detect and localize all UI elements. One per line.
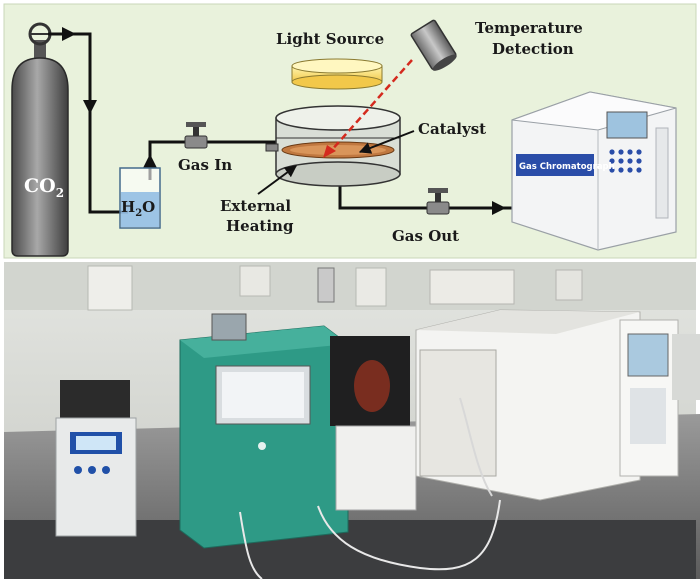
detection-label: Detection (492, 40, 574, 58)
chiller-unit (55, 380, 137, 537)
gas-in-label: Gas In (178, 156, 232, 174)
lab-photo (4, 262, 700, 580)
ir-laser-beam (329, 59, 413, 153)
gas-out-valve (426, 188, 450, 215)
co2-label: CO2 (24, 175, 64, 200)
light-source-unit (330, 336, 417, 511)
co2-cylinder (11, 22, 69, 257)
ir-laser-arrowhead (323, 145, 336, 158)
h2o-bubbler (119, 167, 161, 229)
photoreactor (265, 105, 401, 187)
catalyst-label: Catalyst (418, 120, 486, 138)
h2o-label: H2O (121, 198, 155, 219)
light-source (291, 58, 383, 90)
schematic-panel: CO2 H2O (3, 3, 697, 259)
flow-arrows (62, 27, 506, 215)
gc-instrument (415, 309, 700, 501)
heating-pointer (257, 165, 297, 195)
catalyst-pointer (358, 130, 415, 154)
gas-out-label: Gas Out (392, 227, 459, 245)
gas-chromatograph-label: Gas Chromatograph (519, 162, 615, 172)
light-source-label: Light Source (276, 30, 384, 48)
temperature-label: Temperature (475, 19, 583, 37)
gas-in-valve (184, 122, 208, 149)
heating-label: Heating (226, 217, 294, 235)
external-label: External (220, 197, 291, 215)
photoreactor-instrument (179, 267, 349, 549)
temperature-detector (410, 19, 457, 71)
gas-chromatograph (511, 91, 677, 251)
